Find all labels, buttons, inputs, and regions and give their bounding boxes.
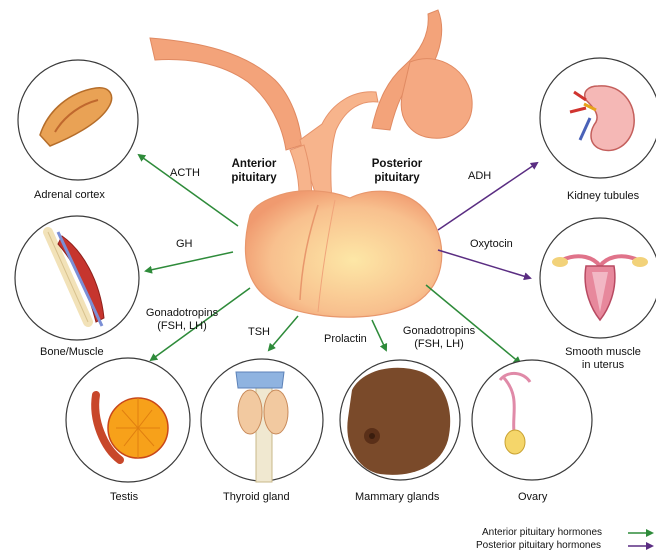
arrow-acth: [139, 155, 238, 226]
hormone-tsh-label: TSH: [248, 326, 270, 339]
hormone-acth-label: ACTH: [170, 167, 200, 180]
target-bone-label: Bone/Muscle: [40, 346, 104, 359]
anterior-line2: pituitary: [226, 171, 282, 185]
uterus-line2: in uterus: [558, 359, 648, 372]
gonadotropins-left-line2: (FSH, LH): [140, 320, 224, 333]
anterior-pituitary-label: Anterior pituitary: [226, 157, 282, 185]
legend-posterior-label: Posterior pituitary hormones: [476, 540, 601, 552]
target-thyroid-label: Thyroid gland: [223, 491, 290, 504]
gonadotropins-right-line1: Gonadotropins: [397, 325, 481, 338]
hormone-oxytocin-label: Oxytocin: [470, 238, 513, 251]
arrow-oxytocin: [438, 250, 530, 278]
gonadotropins-right-line2: (FSH, LH): [397, 338, 481, 351]
target-ovary-label: Ovary: [518, 491, 547, 504]
posterior-pituitary-label: Posterior pituitary: [368, 157, 426, 185]
posterior-line2: pituitary: [368, 171, 426, 185]
bone-circle: [15, 216, 139, 340]
arrow-gonadotropins-right: [426, 285, 520, 363]
hormone-adh-label: ADH: [468, 170, 491, 183]
target-adrenal-label: Adrenal cortex: [34, 189, 105, 202]
uterus-line1: Smooth muscle: [558, 346, 648, 359]
arrow-gh: [146, 252, 233, 271]
mammary-illustration: [347, 368, 450, 475]
target-testis-label: Testis: [110, 491, 138, 504]
legend-anterior-label: Anterior pituitary hormones: [482, 527, 602, 539]
target-mammary-label: Mammary glands: [355, 491, 439, 504]
arrow-prolactin: [372, 320, 386, 350]
hormone-prolactin-label: Prolactin: [324, 333, 367, 346]
posterior-line1: Posterior: [368, 157, 426, 171]
legend-arrows: [628, 533, 652, 546]
pituitary-gland-shape: [245, 191, 441, 317]
hormone-gh-label: GH: [176, 238, 193, 251]
target-uterus-label: Smooth muscle in uterus: [558, 346, 648, 372]
ovary-circle: [472, 360, 592, 480]
anterior-line1: Anterior: [226, 157, 282, 171]
gonadotropins-left-line1: Gonadotropins: [140, 307, 224, 320]
hormone-gonadotropins-right-label: Gonadotropins (FSH, LH): [397, 325, 481, 351]
target-kidney-label: Kidney tubules: [567, 190, 639, 203]
hormone-gonadotropins-left-label: Gonadotropins (FSH, LH): [140, 307, 224, 333]
arrow-tsh: [269, 316, 298, 350]
